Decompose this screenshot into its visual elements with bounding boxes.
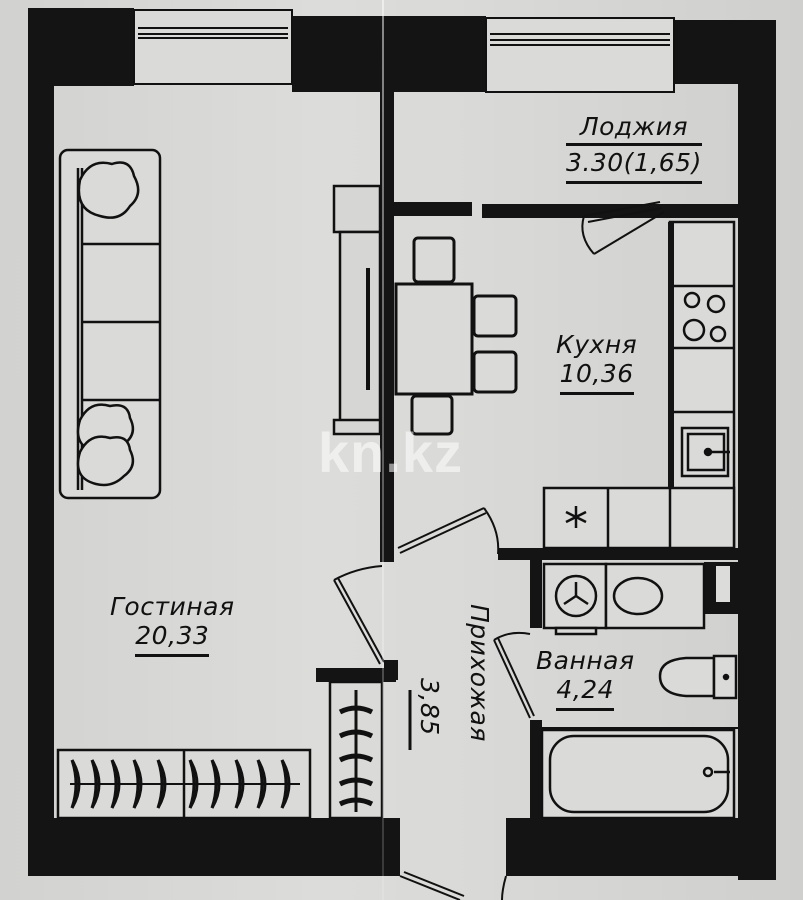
room-label-kitchen: Кухня 10,36 xyxy=(556,330,637,395)
room-area-hallway: 3,85 xyxy=(415,678,444,736)
bath-sink-icon xyxy=(612,576,664,616)
room-area: 20,33 xyxy=(135,621,210,657)
bathroom-door xyxy=(493,631,535,719)
washing-machine-icon xyxy=(554,574,598,618)
counter-edge xyxy=(668,222,674,488)
room-name: Лоджия xyxy=(579,112,689,141)
wall-notch xyxy=(716,566,730,602)
room-area: 3,85 xyxy=(415,678,444,736)
watermark: kn.kz xyxy=(318,421,464,484)
stove-icon xyxy=(682,291,727,343)
window-right xyxy=(485,17,675,93)
sofa xyxy=(58,148,162,500)
window-left xyxy=(133,9,293,85)
room-label-bathroom: Ванная 4,24 xyxy=(536,646,635,711)
dining-set xyxy=(394,236,518,436)
room-area: 4,24 xyxy=(556,675,615,711)
bathroom-fixtures xyxy=(542,562,706,636)
room-name: Прихожая xyxy=(465,604,494,742)
coat-hangers-icon xyxy=(338,705,374,807)
kitchen-sink-icon xyxy=(680,426,730,478)
room-label-hallway: Прихожая xyxy=(465,604,494,742)
paper-fold xyxy=(382,0,384,900)
room-area: 3.30(1,65) xyxy=(566,143,702,184)
toilet-icon xyxy=(658,654,738,700)
room-label-living: Гостиная 20,33 xyxy=(110,592,234,657)
room-label-loggia: Лоджия 3.30(1,65) xyxy=(566,112,702,184)
room-area: 10,36 xyxy=(559,359,634,395)
tv-stand xyxy=(332,184,382,436)
fridge-icon xyxy=(565,506,587,528)
living-room-door xyxy=(333,565,385,665)
bathtub xyxy=(540,728,736,820)
loggia-door xyxy=(581,201,665,255)
room-name: Кухня xyxy=(556,330,638,359)
coat-rack xyxy=(328,680,384,820)
room-name: Ванная xyxy=(536,646,635,675)
room-name: Гостиная xyxy=(110,592,235,621)
hangers-icon xyxy=(70,759,300,809)
entry-door xyxy=(399,871,507,900)
kitchen-door xyxy=(397,507,500,555)
